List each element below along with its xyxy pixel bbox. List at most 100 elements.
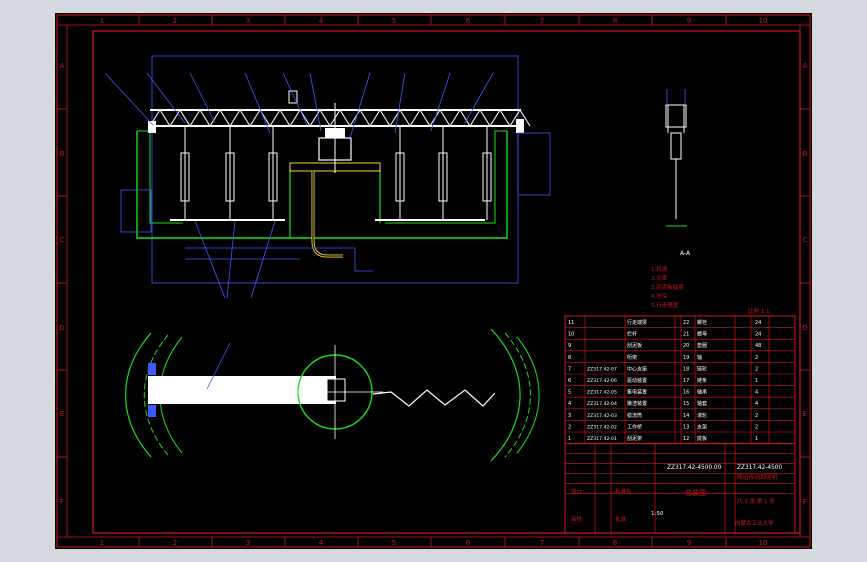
tech-notes: 1.转速 2.功率 3.刮泥板厚度 4.池深 5.行走速度 比例 1:1 (651, 265, 770, 315)
part-name: 刮泥架 (627, 435, 642, 442)
approved-label: 批准 (615, 515, 627, 523)
plan-view (124, 328, 540, 462)
column-marker: 6 (466, 539, 471, 547)
row-marker: A (60, 62, 65, 70)
part-qty: 24 (755, 332, 761, 338)
part-number: 10 (568, 332, 574, 338)
part-number: 8 (568, 355, 571, 361)
part-name: 链轮 (697, 365, 707, 372)
part-number: 19 (683, 355, 689, 361)
column-marker: 9 (687, 17, 691, 25)
part-number: 3 (568, 413, 571, 419)
column-marker: 4 (319, 17, 324, 25)
part-name: 桁架 (627, 354, 637, 361)
part-name: 滚轮 (697, 412, 707, 419)
part-name: 底板 (697, 435, 707, 442)
part-name: 栏杆 (627, 331, 637, 338)
part-name: 支架 (697, 423, 707, 430)
part-qty: 24 (755, 320, 761, 326)
tech-note: 4.池深 (651, 292, 668, 300)
part-code: ZZ317.42-02 (587, 424, 617, 430)
title-block: ZZ317.42-4500.00 ZZ317.42-4500 周边传动刮泥机 总… (571, 465, 782, 527)
column-marker: 9 (687, 539, 691, 547)
part-code: ZZ317.42-05 (587, 390, 617, 396)
part-number: 11 (568, 320, 574, 326)
column-marker: 3 (246, 17, 250, 25)
outer-frame (56, 14, 811, 548)
elevation-view (120, 55, 551, 284)
part-code: ZZ317.42-06 (587, 378, 617, 384)
part-qty: 48 (755, 343, 761, 349)
column-marker: 7 (540, 17, 544, 25)
part-number: 22 (683, 320, 689, 326)
column-marker: 1 (100, 539, 104, 547)
row-marker: F (60, 498, 64, 506)
column-marker: 6 (466, 17, 471, 25)
part-number: 4 (568, 401, 571, 407)
drawing-code-small: ZZ317.42-4500 (737, 465, 782, 471)
part-name: 螺母 (697, 331, 707, 338)
row-marker: C (803, 236, 808, 244)
part-number: 18 (683, 366, 689, 372)
part-code: ZZ317.42-04 (587, 401, 617, 407)
sheet-label: 共 1 张 第 1 张 (737, 497, 775, 505)
designer-label: 设计 (571, 487, 583, 495)
part-number: 5 (568, 390, 571, 396)
part-name: 行走端梁 (627, 319, 647, 326)
column-marker: 8 (613, 539, 617, 547)
part-number: 16 (683, 390, 689, 396)
part-name: 撇渣装置 (627, 400, 647, 407)
part-name: 轴承 (697, 389, 707, 396)
company-name: 内蒙古工业大学 (735, 519, 774, 527)
tech-note: 2.功率 (651, 274, 668, 282)
column-marker: 2 (173, 17, 177, 25)
part-name: 驱动装置 (627, 377, 647, 384)
checker-label: 审核 (571, 515, 583, 523)
part-number: 15 (683, 401, 689, 407)
part-number: 20 (683, 343, 689, 349)
row-marker: B (60, 150, 65, 158)
leader-lines (104, 72, 494, 299)
part-name: 稳流筒 (627, 412, 642, 419)
row-marker: F (803, 498, 807, 506)
part-qty: 2 (755, 424, 758, 430)
part-code: ZZ317.42-01 (587, 436, 617, 442)
part-qty: 1 (755, 378, 758, 384)
scale-value: 1:50 (651, 511, 664, 517)
column-marker: 3 (246, 539, 250, 547)
part-number: 7 (568, 366, 571, 372)
part-name: 轴 (697, 354, 702, 361)
column-marker: 10 (759, 539, 768, 547)
tech-note: 5.行走速度 (651, 301, 679, 309)
drawing-name: 总装图 (685, 488, 706, 497)
part-name: 垫圈 (697, 342, 707, 349)
part-name: 链条 (697, 377, 707, 384)
standard-label: 标准化 (615, 487, 632, 495)
part-name: 螺栓 (697, 319, 707, 326)
part-qty: 2 (755, 366, 758, 372)
part-name: 工作桥 (627, 423, 642, 430)
column-marker: 5 (392, 17, 396, 25)
row-marker: E (803, 410, 807, 418)
part-number: 21 (683, 332, 689, 338)
column-marker: 5 (392, 539, 396, 547)
part-number: 13 (683, 424, 689, 430)
row-marker: D (59, 324, 64, 332)
part-name: 轴套 (697, 400, 707, 407)
inner-frame (92, 30, 801, 534)
tech-note: 1.转速 (651, 265, 668, 273)
part-name: 中心支座 (627, 365, 647, 372)
row-marker: E (60, 410, 64, 418)
part-code: ZZ317.42-03 (587, 413, 617, 419)
part-number: 12 (683, 436, 689, 442)
row-marker: A (803, 62, 808, 70)
part-qty: 2 (755, 413, 758, 419)
scale-note: 比例 1:1 (748, 307, 770, 315)
part-qty: 2 (755, 355, 758, 361)
part-number: 6 (568, 378, 571, 384)
part-qty: 4 (755, 401, 758, 407)
